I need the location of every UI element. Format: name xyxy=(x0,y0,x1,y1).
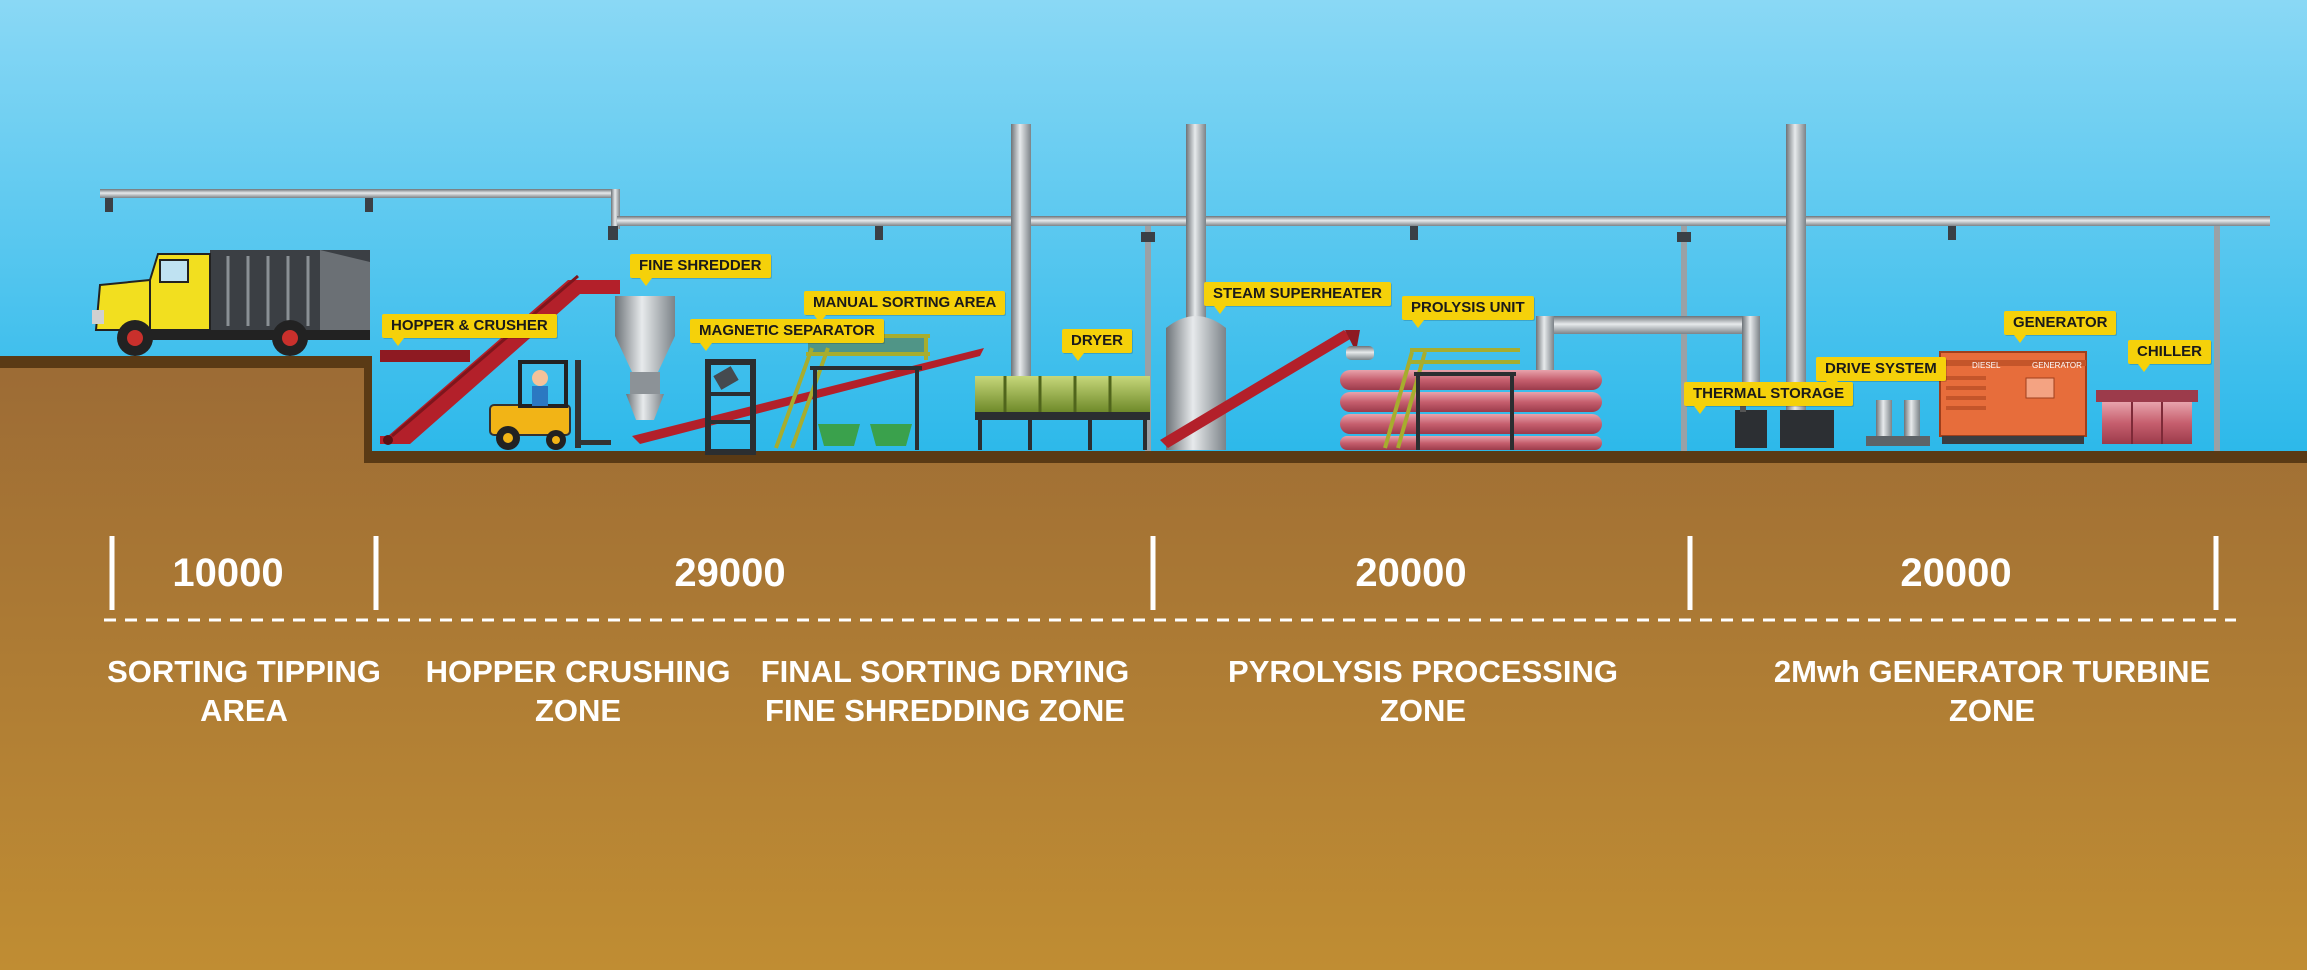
zone-area-value: 20000 xyxy=(1900,551,2012,595)
callout-thermal-storage: THERMAL STORAGE xyxy=(1684,382,1854,414)
callout-fine-shredder: FINE SHREDDER xyxy=(630,254,771,286)
zone-area-value: 20000 xyxy=(1355,551,1467,595)
zone-label-line: AREA xyxy=(200,693,288,728)
zone-area-value: 29000 xyxy=(674,551,786,595)
magnetic-separator xyxy=(632,348,984,455)
callout-dryer: DRYER xyxy=(1062,329,1132,361)
zone-label-line: ZONE xyxy=(534,693,622,728)
zone-label: PYROLYSIS PROCESSING ZONE xyxy=(1218,652,1628,730)
callout-magnetic-separator: MAGNETIC SEPARATOR xyxy=(690,319,884,351)
zone-label-line: SORTING TIPPING xyxy=(107,654,381,689)
zone-label: 2Mwh GENERATOR TURBINE ZONE xyxy=(1762,652,2222,730)
callout-chiller: CHILLER xyxy=(2128,340,2211,372)
zone-label-line: 2Mwh GENERATOR TURBINE xyxy=(1773,654,2211,689)
callout-drive-system: DRIVE SYSTEM xyxy=(1816,357,1946,389)
zone-label-line: ZONE xyxy=(1379,693,1467,728)
sky xyxy=(0,0,2307,460)
zone-label: HOPPER CRUSHING ZONE xyxy=(408,652,748,730)
generator-label-right: GENERATOR xyxy=(2032,361,2082,370)
callout-steam-superheater: STEAM SUPERHEATER xyxy=(1204,282,1391,314)
thermal-storage xyxy=(1735,400,1834,448)
zone-label-line: FINAL SORTING DRYING xyxy=(760,654,1130,689)
steam-superheater xyxy=(1160,316,1360,450)
hopper-crusher xyxy=(380,274,620,445)
forklift xyxy=(489,360,611,450)
fine-shredder xyxy=(615,296,675,420)
prolysis-unit xyxy=(1340,316,1760,450)
ground xyxy=(0,358,2307,970)
zone-label: SORTING TIPPING AREA xyxy=(84,652,404,730)
callout-manual-sorting-area: MANUAL SORTING AREA xyxy=(804,291,1006,323)
zone-label-line: FINE SHREDDING ZONE xyxy=(765,693,1125,728)
zone-dividers xyxy=(104,536,2236,622)
overhead-pipe xyxy=(100,189,2270,451)
zone-label-line: PYROLYSIS PROCESSING xyxy=(1228,654,1618,689)
chimneys xyxy=(1011,124,1806,414)
callout-prolysis-unit: PROLYSIS UNIT xyxy=(1402,296,1534,328)
zone-label: FINAL SORTING DRYING FINE SHREDDING ZONE xyxy=(735,652,1155,730)
generator-label-left: DIESEL xyxy=(1972,361,2001,370)
drive-system xyxy=(1866,400,1930,446)
zone-label-line: HOPPER CRUSHING xyxy=(425,654,731,689)
ground-edge xyxy=(0,356,2307,463)
zone-area-value: 10000 xyxy=(172,551,284,595)
generator: DIESEL GENERATOR xyxy=(1939,351,2087,444)
garbage-truck xyxy=(92,250,370,356)
chiller xyxy=(2096,390,2198,444)
dryer xyxy=(975,376,1150,450)
zone-label-line: ZONE xyxy=(1948,693,2036,728)
callout-hopper-crusher: HOPPER & CRUSHER xyxy=(382,314,557,346)
callout-generator: GENERATOR xyxy=(2004,311,2117,343)
